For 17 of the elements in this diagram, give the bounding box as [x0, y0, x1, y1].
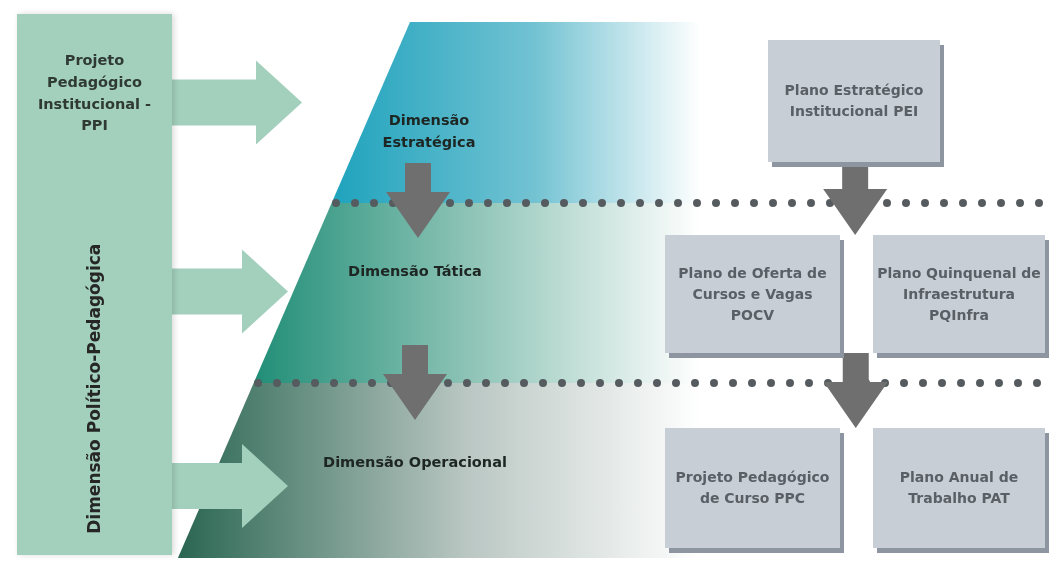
- plan-label: Projeto Pedagógico de Curso PPC: [674, 468, 831, 508]
- block-arrow: [172, 249, 288, 334]
- plan-label: Plano Quinquenal de Infraestrutura PQInfra: [876, 263, 1042, 325]
- tier-label: Dimensão Tática: [347, 262, 483, 281]
- block-arrow: [172, 444, 288, 528]
- plan-label: Plano de Oferta de Cursos e Vagas POCV: [677, 263, 828, 325]
- block-arrow: [386, 163, 450, 238]
- vertical-band-label: Dimensão Político-Pedagógica: [82, 242, 105, 536]
- tier-label: Dimensão Estratégica: [381, 111, 477, 152]
- tier-label: Dimensão Operacional: [322, 453, 508, 472]
- band-title: Projeto Pedagógico Institucional - PPI: [36, 51, 153, 136]
- dimension-band: [17, 14, 172, 555]
- block-arrow: [823, 353, 888, 428]
- block-arrow: [383, 345, 447, 420]
- block-arrow: [172, 60, 302, 145]
- plan-label: Plano Estratégico Institucional PEI: [783, 81, 925, 121]
- plan-label: Plano Anual de Trabalho PAT: [898, 468, 1020, 508]
